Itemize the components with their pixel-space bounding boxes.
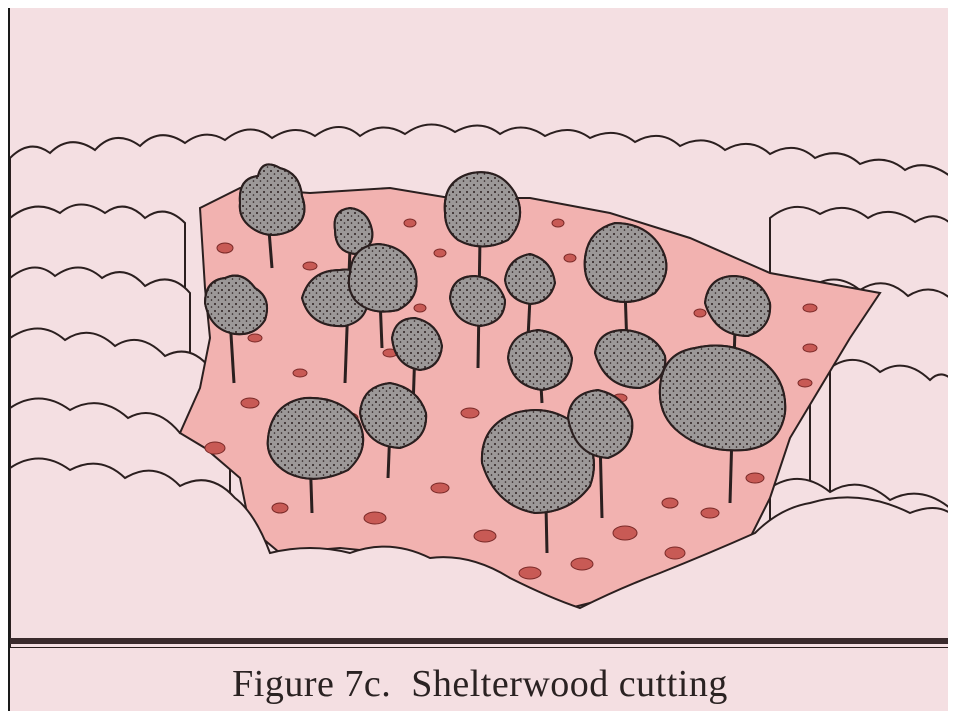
stump [665, 547, 685, 559]
stump [474, 530, 496, 542]
caption-divider [10, 638, 948, 644]
stump [434, 249, 446, 257]
stump [798, 379, 812, 387]
stump [241, 398, 259, 408]
stump [803, 344, 817, 352]
stump [746, 473, 764, 483]
figure-caption: Figure 7c. Shelterwood cutting [10, 662, 948, 706]
stump [571, 558, 593, 570]
stump [564, 254, 576, 262]
stump [613, 526, 637, 540]
stump [248, 334, 262, 342]
stump [701, 508, 719, 518]
stump [694, 309, 706, 317]
stump [293, 369, 307, 377]
stump [364, 512, 386, 524]
stump [272, 503, 288, 513]
stump [431, 483, 449, 493]
stump [303, 262, 317, 270]
stump [205, 442, 225, 454]
stump [519, 567, 541, 579]
stump [414, 304, 426, 312]
stump [662, 498, 678, 508]
stump [803, 304, 817, 312]
stump [461, 408, 479, 418]
stump [552, 219, 564, 227]
shelterwood-illustration [10, 8, 948, 648]
figure-slide: Figure 7c. Shelterwood cutting [8, 8, 948, 711]
stump [217, 243, 233, 253]
stump [404, 219, 416, 227]
